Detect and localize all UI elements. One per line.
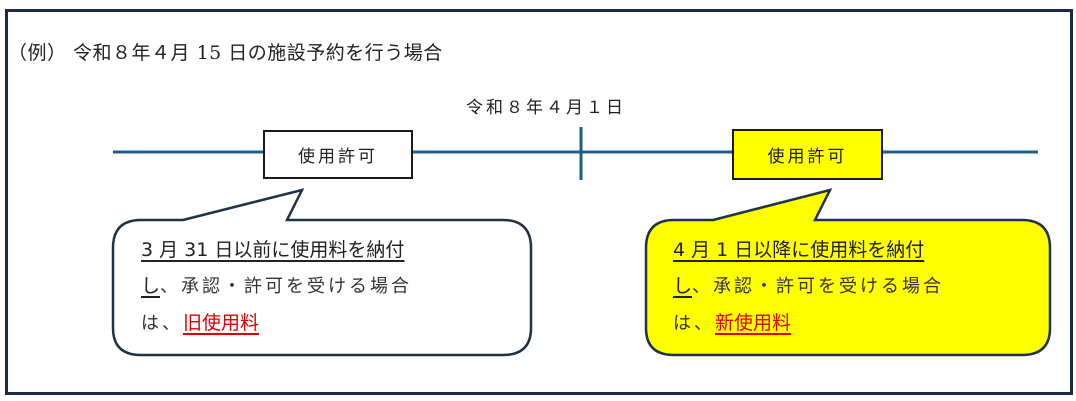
underlined-suffix: し <box>673 275 693 297</box>
divider-date-label: 令和８年４月１日 <box>466 98 626 118</box>
prefix-text: は、 <box>141 313 183 334</box>
old-fee-emphasis: 旧使用料 <box>183 312 260 334</box>
right-callout-bubble <box>644 188 1052 357</box>
example-title: （例） 令和８年４月 15 日の施設予約を行う場合 <box>8 42 443 64</box>
callout-line-3: は、新使用料 <box>673 305 944 342</box>
callout-line-2: し、承認・許可を受ける場合 <box>673 268 944 305</box>
callout-line-1: 4 月 1 日以降に使用料を納付 <box>673 232 944 268</box>
new-fee-callout-text: 4 月 1 日以降に使用料を納付 し、承認・許可を受ける場合 は、新使用料 <box>673 232 944 342</box>
payment-deadline-text: 3 月 31 日以前に使用料を納付 <box>141 239 405 261</box>
left-callout-bubble <box>111 188 533 357</box>
diagram-frame <box>5 9 1073 395</box>
underlined-suffix: し <box>141 275 161 297</box>
new-permit-label: 使用許可 <box>767 147 848 167</box>
callout-line-3: は、旧使用料 <box>141 305 412 342</box>
new-fee-emphasis: 新使用料 <box>715 312 792 334</box>
old-permit-box: 使用許可 <box>263 130 413 179</box>
payment-start-text: 4 月 1 日以降に使用料を納付 <box>673 239 925 261</box>
old-fee-callout-text: 3 月 31 日以前に使用料を納付 し、承認・許可を受ける場合 は、旧使用料 <box>141 232 412 342</box>
approval-text: 、承認・許可を受ける場合 <box>160 276 413 297</box>
approval-text: 、承認・許可を受ける場合 <box>692 276 945 297</box>
callout-line-2: し、承認・許可を受ける場合 <box>141 268 412 305</box>
new-permit-box: 使用許可 <box>732 129 883 180</box>
prefix-text: は、 <box>673 313 715 334</box>
old-permit-label: 使用許可 <box>298 147 378 167</box>
callout-line-1: 3 月 31 日以前に使用料を納付 <box>141 232 412 268</box>
